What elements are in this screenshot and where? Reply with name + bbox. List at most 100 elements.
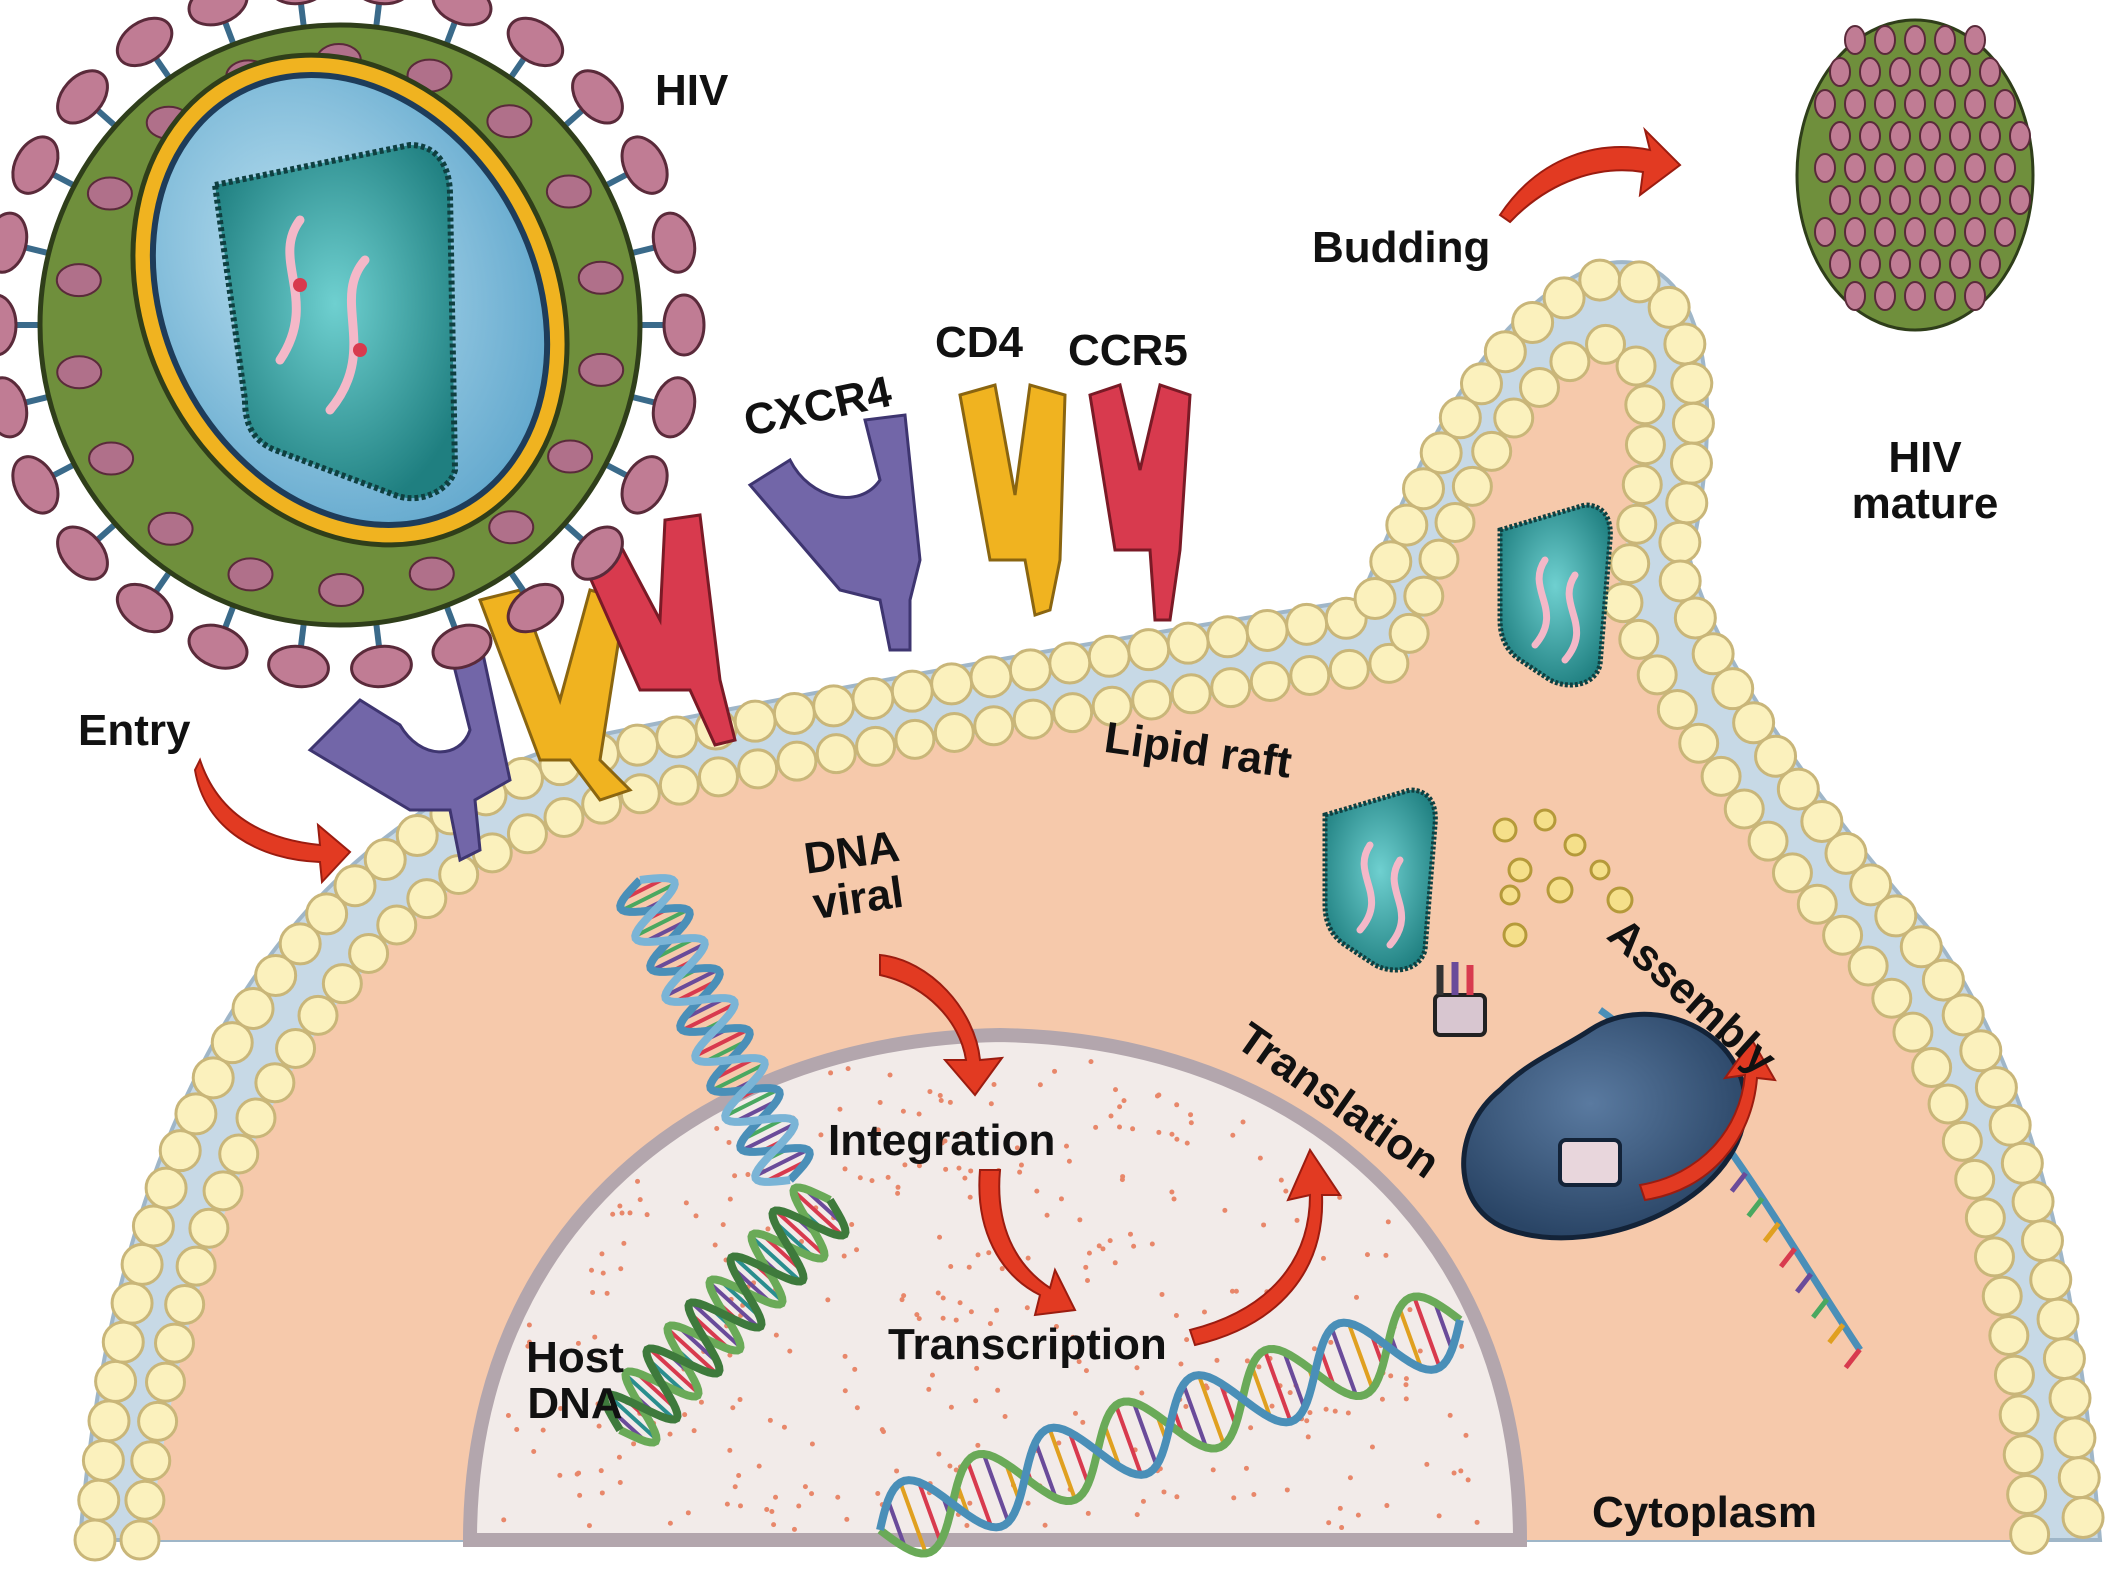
host-dna-rung: [606, 1393, 658, 1441]
lipid-head: [1670, 361, 1714, 405]
mature-spike: [1889, 57, 1911, 87]
mature-spike: [1979, 185, 2001, 215]
lipid-head: [2000, 1141, 2044, 1185]
lipid-head: [158, 1129, 202, 1173]
envelope-spot: [408, 556, 455, 591]
chromatin-dot: [593, 1356, 599, 1362]
lipid-head: [616, 723, 660, 767]
lipid-head: [438, 854, 480, 896]
lipid-head: [1988, 1103, 2032, 1147]
host-dna2-rung: [1249, 1365, 1273, 1419]
chromatin-dot: [1337, 1505, 1343, 1511]
mature-spike: [1874, 281, 1896, 311]
chromatin-dot: [943, 1166, 949, 1172]
lipid-head: [1616, 503, 1658, 545]
chromatin-dot: [727, 1196, 733, 1202]
chromatin-dot: [1436, 1513, 1442, 1519]
chromatin-dot: [1347, 1475, 1353, 1481]
mature-spike: [1874, 89, 1896, 119]
lipid-head: [110, 1281, 154, 1325]
lipid-head: [164, 1283, 206, 1325]
host-dna-helix-secondary: [876, 1292, 1464, 1558]
host-dna2-rung: [1282, 1351, 1307, 1409]
chromatin-dot: [1320, 1255, 1326, 1261]
lipid-head: [930, 662, 974, 706]
chromatin-dot: [1403, 1382, 1409, 1388]
lipid-head: [1403, 575, 1445, 617]
chromatin-dot: [1183, 1404, 1189, 1410]
chromatin-dot: [1113, 1087, 1119, 1093]
chromatin-dot: [902, 1162, 908, 1168]
chromatin-dot: [598, 1468, 604, 1474]
spike-head: [431, 0, 493, 27]
lipid-head: [1665, 481, 1709, 525]
mature-spike: [1844, 25, 1866, 55]
host-dna2-rung: [1181, 1383, 1209, 1449]
spike-head: [267, 0, 330, 6]
chromatin-dot: [1353, 1294, 1359, 1300]
host-dna2-rung: [1397, 1307, 1423, 1369]
spike-head: [0, 293, 18, 357]
lipid-head: [363, 838, 407, 882]
chromatin-dot: [991, 1081, 997, 1087]
lipid-head: [120, 1242, 164, 1286]
lipid-head: [1245, 608, 1289, 652]
membrane-inner-heads: [119, 323, 2051, 1561]
lipid-head: [1621, 464, 1663, 506]
mature-spike: [1964, 153, 1986, 183]
lipid-head: [73, 1518, 117, 1562]
chromatin-dot: [1383, 1252, 1389, 1258]
lipid-head: [1776, 767, 1820, 811]
spike-head: [620, 455, 669, 515]
chromatin-dot: [1088, 1059, 1094, 1065]
lipid-head: [1849, 863, 1893, 907]
chromatin-dot: [727, 1447, 733, 1453]
receptor-ccr5-left: [578, 513, 737, 747]
mature-virion-spikes: [1814, 25, 2031, 311]
chromatin-dot: [1369, 1444, 1375, 1450]
chromatin-dot: [1184, 1140, 1190, 1146]
chromatin-dot: [1345, 1410, 1351, 1416]
spike-head: [0, 211, 29, 274]
spike-head: [56, 69, 109, 125]
membrane-outer-heads: [73, 258, 2105, 1562]
chromatin-dot: [586, 1523, 592, 1529]
chromatin-dot: [960, 1131, 966, 1137]
chromatin-dot: [1294, 1217, 1300, 1223]
mature-spike: [2009, 185, 2031, 215]
chromatin-dot: [901, 1293, 907, 1299]
chromatin-dot: [875, 1127, 881, 1133]
mature-spike: [1949, 185, 1971, 215]
mature-spike: [1889, 185, 1911, 215]
lipid-head: [1585, 323, 1627, 365]
chromatin-dot: [1171, 1196, 1177, 1202]
chromatin-dot: [501, 1517, 507, 1523]
host-dna2-rung: [898, 1481, 928, 1555]
chromatin-dot: [899, 1297, 905, 1303]
chromatin-dot: [957, 1300, 963, 1306]
chromatin-dot: [1093, 1124, 1099, 1130]
chromatin-dot: [1403, 1396, 1409, 1402]
mature-spike: [1859, 249, 1881, 279]
lipid-head: [130, 1440, 172, 1482]
chromatin-dot: [1257, 1155, 1263, 1161]
chromatin-dot: [1174, 1136, 1180, 1142]
hiv-mature-virion: [1795, 18, 2035, 332]
lipid-head: [1369, 540, 1413, 584]
chromatin-dot: [769, 1508, 775, 1514]
lipid-head: [1166, 621, 1210, 665]
chromatin-dot: [935, 1290, 941, 1296]
spike-head: [11, 455, 60, 515]
chromatin-dot: [635, 1178, 641, 1184]
chromatin-dot: [1451, 1470, 1457, 1476]
chromatin-dot: [525, 1343, 531, 1349]
label-hiv-mature: HIV mature: [1850, 434, 2000, 527]
chromatin-dot: [1083, 1264, 1089, 1270]
chromatin-dot: [1328, 1339, 1334, 1345]
mature-spike: [1844, 281, 1866, 311]
chromatin-dot: [968, 1168, 974, 1174]
lipid-head: [1941, 1120, 1983, 1162]
lipid-head: [855, 725, 897, 767]
chromatin-dot: [927, 1089, 933, 1095]
mature-spike: [1889, 249, 1911, 279]
